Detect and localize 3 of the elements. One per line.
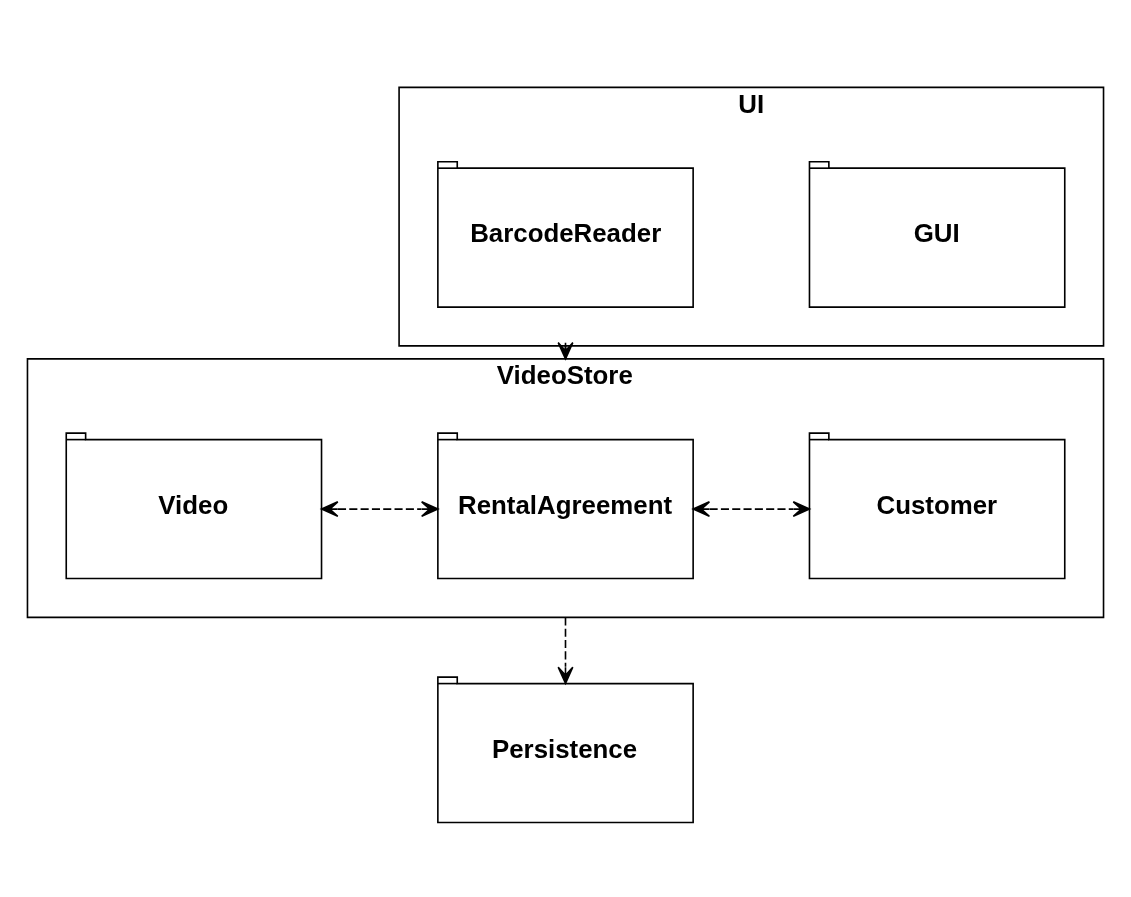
arrow: [692, 501, 811, 518]
arrow: [320, 501, 439, 518]
arrow: [557, 616, 574, 685]
